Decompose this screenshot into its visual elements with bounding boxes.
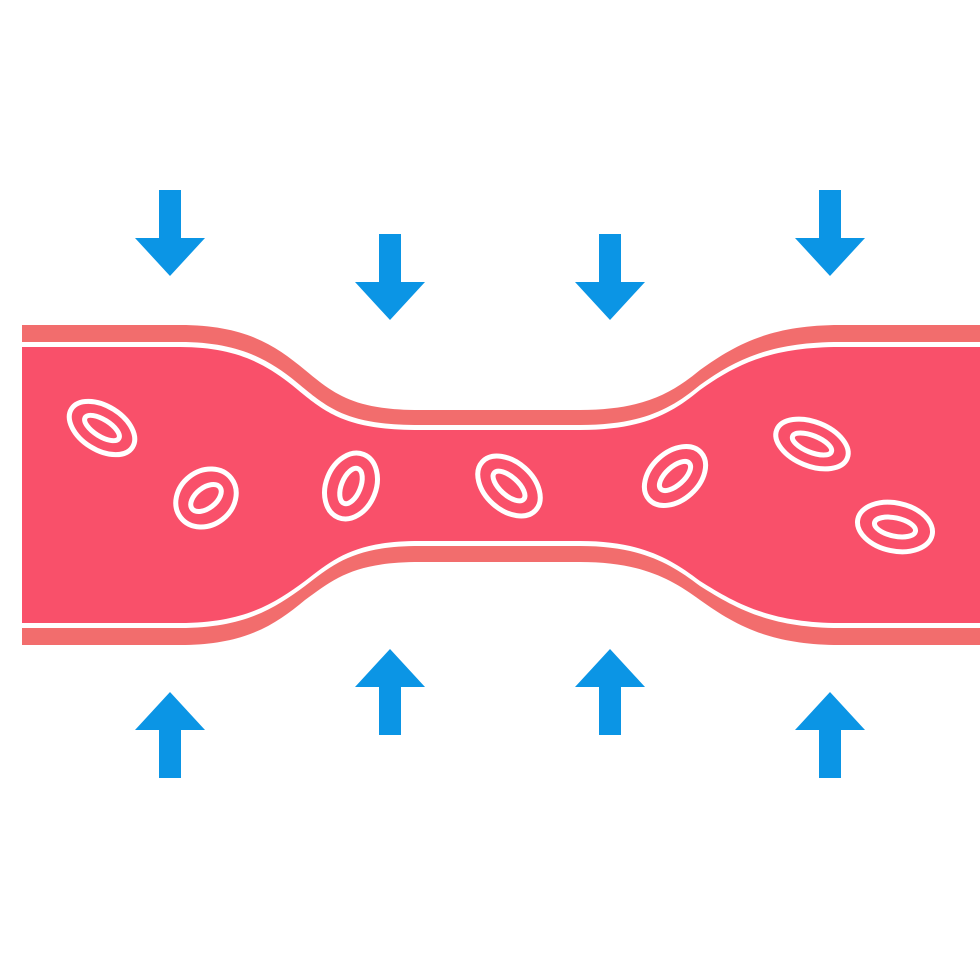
arrow-up-icon: [795, 692, 865, 778]
blood-cell-inner-ring: [188, 481, 224, 515]
blood-cell-inner-ring: [871, 514, 919, 540]
vessel-lumen: [22, 347, 980, 623]
red-blood-cell-icon: [66, 398, 138, 458]
arrow-down-icon: [135, 190, 205, 276]
arrow-down-icon: [355, 234, 425, 320]
blood-cell-inner-ring: [82, 412, 122, 444]
arrow-up-icon: [135, 692, 205, 778]
blood-cell-inner-ring: [656, 458, 694, 494]
red-blood-cell-icon: [173, 466, 239, 530]
arrow-up-icon: [575, 649, 645, 735]
blood-vessel: [22, 325, 980, 645]
pressure-arrows: [135, 190, 865, 778]
blood-cell-inner-ring: [337, 465, 365, 507]
blood-cell-inner-ring: [789, 430, 835, 458]
arrow-down-icon: [795, 190, 865, 276]
red-blood-cell-icon: [322, 450, 380, 522]
blood-cell-inner-ring: [490, 468, 528, 504]
red-blood-cell-icon: [641, 444, 709, 508]
arrow-up-icon: [355, 649, 425, 735]
blood-cell-outer-ring: [773, 416, 851, 472]
arrow-down-icon: [575, 234, 645, 320]
blood-cell-outer-ring: [173, 466, 239, 530]
blood-cell-outer-ring: [66, 398, 138, 458]
blood-cell-outer-ring: [641, 444, 709, 508]
red-blood-cell-icon: [773, 416, 851, 472]
blood-cell-outer-ring: [854, 499, 936, 555]
blood-cell-outer-ring: [475, 453, 543, 519]
red-blood-cell-icon: [475, 453, 543, 519]
blood-cells: [66, 398, 936, 555]
red-blood-cell-icon: [854, 499, 936, 555]
blood-cell-outer-ring: [322, 450, 380, 522]
